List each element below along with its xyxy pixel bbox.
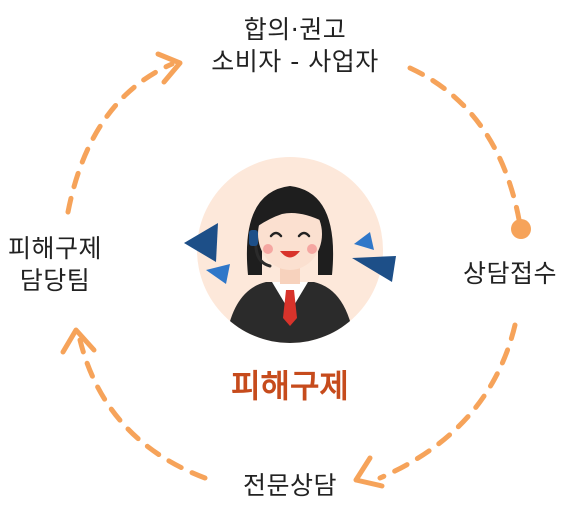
agent-mouth bbox=[280, 251, 300, 258]
call-center-agent-icon bbox=[184, 157, 396, 343]
step-left-line2: 담당팀 bbox=[19, 266, 91, 295]
arrowhead-left bbox=[60, 327, 97, 355]
step-damage-relief-team: 피해구제 담당팀 bbox=[0, 233, 110, 297]
sound-wave-left-icon bbox=[184, 223, 218, 262]
arrowhead-bottom bbox=[353, 455, 385, 489]
headset-earpiece bbox=[249, 230, 258, 246]
agent-cheek-right bbox=[307, 244, 317, 254]
arrowhead-top bbox=[155, 51, 183, 85]
agent-tie bbox=[283, 290, 297, 326]
step-right-label: 상담접수 bbox=[462, 259, 557, 288]
agent-eye-left bbox=[269, 231, 283, 238]
step-expert-consultation: 전문상담 bbox=[205, 470, 375, 502]
sound-wave-left-small-icon bbox=[206, 264, 230, 284]
cycle-arc-right-bottom bbox=[377, 322, 518, 481]
step-top-line1: 합의·권고 bbox=[243, 15, 347, 44]
step-top-line2: 소비자 - 사업자 bbox=[211, 47, 379, 76]
step-left-line1: 피해구제 bbox=[7, 234, 102, 263]
cycle-arc-left-top bbox=[65, 61, 175, 215]
center-title: 피해구제 bbox=[231, 367, 349, 405]
step-agreement-recommendation: 합의·권고 소비자 - 사업자 bbox=[190, 14, 400, 78]
agent-cheek-left bbox=[263, 244, 273, 254]
step-consultation-intake: 상담접수 bbox=[450, 258, 570, 290]
agent-eye-right bbox=[297, 231, 311, 238]
agent-fringe bbox=[258, 196, 324, 226]
cycle-arc-top-right bbox=[407, 65, 523, 228]
step-bottom-label: 전문상담 bbox=[242, 471, 337, 500]
cycle-start-dot bbox=[511, 219, 531, 239]
sound-wave-right-icon bbox=[352, 256, 396, 282]
sound-wave-right-small-icon bbox=[354, 232, 374, 250]
cycle-arc-bottom-left bbox=[77, 337, 208, 481]
